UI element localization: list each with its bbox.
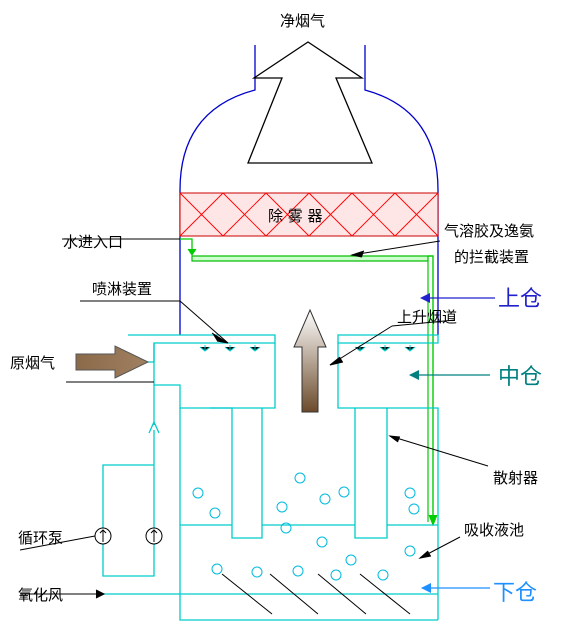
middle-chamber-pointer (409, 370, 490, 380)
circulation-pump-right (145, 527, 163, 545)
rising-flue-label: 上升烟道 (397, 308, 457, 326)
raw-gas-label: 原烟气 (10, 354, 55, 372)
circulation-pump-label: 循环泵 (18, 529, 63, 547)
demister-label: 除 雾 器 (268, 207, 323, 225)
oxidation-spargers (221, 573, 411, 615)
diffuser-label: 散射器 (493, 469, 538, 487)
rising-flue-arrow (293, 308, 327, 413)
lower-chamber-pointer (421, 583, 490, 593)
aerosol-interception-device (180, 238, 438, 527)
leader-lines (19, 238, 489, 599)
oxidation-air-label: 氧化风 (18, 586, 63, 604)
water-inlet-label: 水进入口 (63, 233, 123, 251)
spray-device-label: 喷淋装置 (92, 280, 152, 298)
clean-gas-label: 净烟气 (280, 12, 325, 30)
middle-chamber-label: 中仓 (498, 365, 542, 390)
absorption-pool-label: 吸收液池 (464, 521, 524, 539)
spray-nozzles (199, 345, 416, 352)
aerosol-device-label-line2: 的拦截装置 (454, 248, 529, 266)
raw-gas-arrow (75, 345, 150, 379)
demister (179, 192, 439, 237)
upper-chamber-pointer (420, 293, 495, 303)
tower-internals (102, 334, 439, 621)
tower-shell (179, 45, 439, 335)
absorption-bubbles (192, 472, 420, 581)
lower-chamber-label: 下仓 (493, 581, 537, 606)
circulation-pump-left (94, 527, 112, 545)
recirculation-arrow (148, 420, 160, 434)
upper-chamber-label: 上仓 (498, 287, 542, 312)
aerosol-device-label-line1: 气溶胶及逸氨 (444, 222, 534, 240)
clean-gas-arrow (247, 41, 373, 164)
